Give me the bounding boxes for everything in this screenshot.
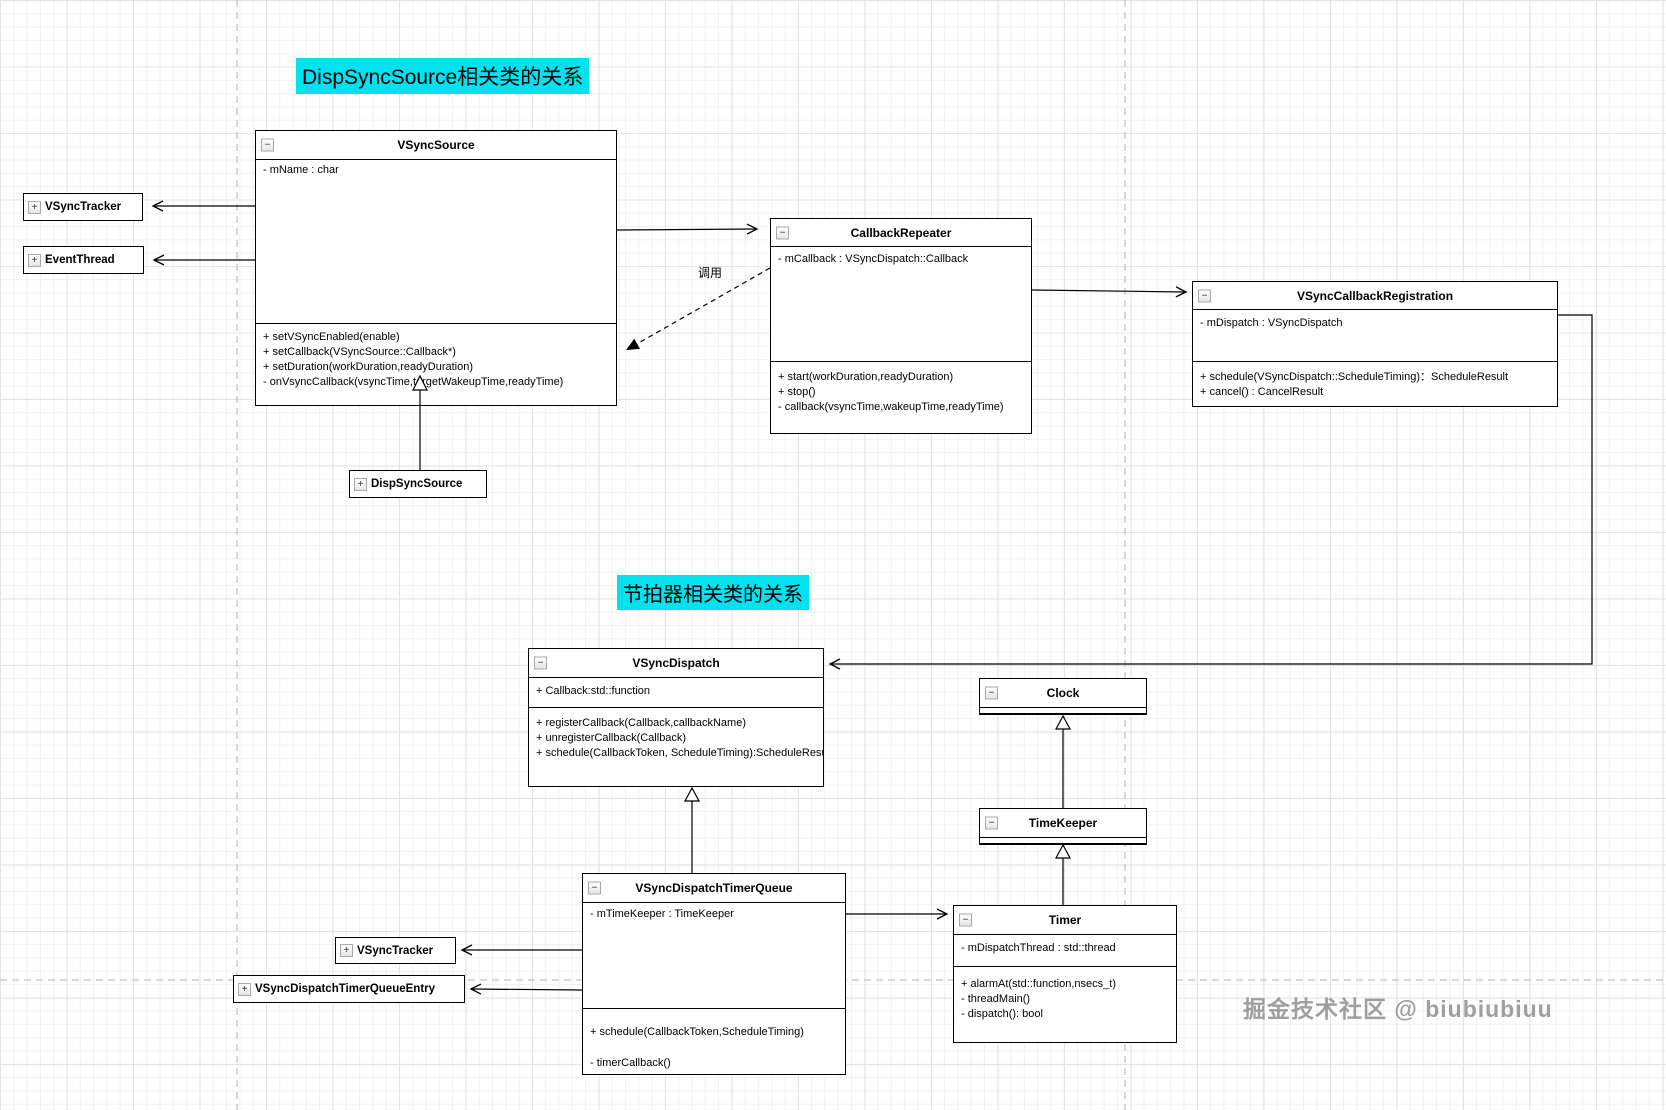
class-title: DispSyncSource xyxy=(371,478,463,490)
class-title: VSyncDispatchTimerQueue xyxy=(635,881,793,895)
methods-section: + start(workDuration,readyDuration) + sto… xyxy=(771,362,1031,433)
class-title: CallbackRepeater xyxy=(850,225,952,240)
class-header: − TimeKeeper xyxy=(980,809,1146,838)
class-title: VSyncDispatchTimerQueueEntry xyxy=(255,983,436,995)
methods-section: + schedule(VSyncDispatch::ScheduleTiming… xyxy=(1193,362,1557,406)
member-line: + schedule(CallbackToken,ScheduleTiming) xyxy=(590,1026,804,1038)
attributes-section: + Callback:std::function xyxy=(529,678,823,708)
collapse-icon[interactable]: − xyxy=(1198,289,1211,302)
empty-compartment xyxy=(980,838,1146,844)
member-line: - callback(vsyncTime,wakeupTime,readyTim… xyxy=(778,401,1004,413)
member-line: - onVsyncCallback(vsyncTime,targetWakeup… xyxy=(263,376,564,388)
attributes-section: - mTimeKeeper : TimeKeeper - mTracker : … xyxy=(583,903,845,1009)
class-time-keeper[interactable]: − TimeKeeper xyxy=(979,808,1147,845)
class-header: − VSyncDispatchTimerQueue xyxy=(583,874,845,903)
member-line: + Callback:std::function xyxy=(536,685,651,697)
member-line: + unregisterCallback(Callback) xyxy=(536,732,687,744)
member-line: - mName : char xyxy=(263,164,339,176)
class-title: VSyncTracker xyxy=(357,944,434,957)
class-vsync-dispatch-timer-queue-entry[interactable]: + VSyncDispatchTimerQueueEntry xyxy=(233,975,465,1003)
class-title: Clock xyxy=(1046,686,1080,700)
class-clock[interactable]: − Clock xyxy=(979,678,1147,715)
member-line: + cancel() : CancelResult xyxy=(1200,386,1324,398)
collapse-icon[interactable]: − xyxy=(776,226,789,239)
expand-icon[interactable]: + xyxy=(28,200,41,214)
class-vsync-tracker-bottom[interactable]: + VSyncTracker xyxy=(335,937,456,964)
collapse-icon[interactable]: − xyxy=(588,881,601,895)
attributes-section: - mDispatch : VSyncDispatch- mToken : VS… xyxy=(1193,310,1557,362)
member-line: + alarmAt(std::function,nsecs_t) xyxy=(961,978,1116,990)
member-line: - dispatch(): bool xyxy=(961,1008,1043,1020)
member-line: + schedule(CallbackToken, ScheduleTiming… xyxy=(536,747,823,759)
diagram-title-metronome: 节拍器相关类的关系 xyxy=(617,575,809,610)
class-vsync-callback-registration[interactable]: − VSyncCallbackRegistration - mDispatch … xyxy=(1192,281,1558,407)
collapse-icon[interactable]: − xyxy=(261,138,274,152)
collapse-icon[interactable]: − xyxy=(985,816,998,830)
empty-compartment xyxy=(980,708,1146,714)
attributes-section: - mName : char- mValue : int- mVSyncTrac… xyxy=(256,160,616,324)
edge-dispsyncsource-extends-vsyncsource[interactable] xyxy=(412,374,428,470)
methods-section: + schedule(CallbackToken,ScheduleTiming)… xyxy=(583,1009,845,1074)
edge-registration-to-vsyncdispatch[interactable] xyxy=(828,314,1593,670)
collapse-icon[interactable]: − xyxy=(959,913,972,927)
class-header: − CallbackRepeater xyxy=(771,219,1031,247)
class-event-thread[interactable]: + EventThread xyxy=(23,246,144,274)
class-title: EventThread xyxy=(45,254,115,266)
attributes-section: - mCallback : VSyncDispatch::Callback - … xyxy=(771,247,1031,362)
expand-icon[interactable]: + xyxy=(340,944,353,957)
class-callback-repeater[interactable]: − CallbackRepeater - mCallback : VSyncDi… xyxy=(770,218,1032,434)
edge-timerqueue-extends-vsyncdispatch[interactable] xyxy=(683,786,701,873)
edge-label-invoke: 调用 xyxy=(698,266,723,280)
member-line: - timerCallback() xyxy=(590,1057,671,1069)
watermark: 掘金技术社区 @ biubiubiuu xyxy=(1243,996,1553,1022)
member-line: + schedule(VSyncDispatch::ScheduleTiming… xyxy=(1200,371,1509,383)
collapse-icon[interactable]: − xyxy=(534,656,547,670)
methods-section: + registerCallback(Callback,callbackName… xyxy=(529,708,823,786)
member-line: + setVSyncEnabled(enable) xyxy=(263,331,400,343)
class-vsync-dispatch-timer-queue[interactable]: − VSyncDispatchTimerQueue - mTimeKeeper … xyxy=(582,873,846,1075)
edge-timekeeper-extends-clock[interactable] xyxy=(1054,714,1072,808)
member-line: - mCallback : VSyncDispatch::Callback xyxy=(778,253,969,265)
member-line: + setCallback(VSyncSource::Callback*) xyxy=(263,346,456,358)
class-title: TimeKeeper xyxy=(1028,816,1098,830)
member-line: + registerCallback(Callback,callbackName… xyxy=(536,717,746,729)
class-title: VSyncSource xyxy=(397,138,475,152)
attributes-section: - mDispatchThread : std::thread xyxy=(954,935,1176,967)
member-line: - threadMain() xyxy=(961,993,1031,1005)
expand-icon[interactable]: + xyxy=(354,477,367,491)
class-title: VSyncDispatch xyxy=(632,656,720,670)
edge-vsyncsource-to-callbackrepeater[interactable] xyxy=(616,223,759,235)
class-vsync-source[interactable]: − VSyncSource - mName : char- mValue : i… xyxy=(255,130,617,406)
class-header: − Clock xyxy=(980,679,1146,708)
class-disp-sync-source[interactable]: + DispSyncSource xyxy=(349,470,487,498)
member-line: - mDispatchThread : std::thread xyxy=(961,942,1116,954)
diagram-title-dispsyncsource: DispSyncSource相关类的关系 xyxy=(296,58,590,94)
class-vsync-tracker-top[interactable]: + VSyncTracker xyxy=(23,193,143,221)
class-timer[interactable]: − Timer - mDispatchThread : std::thread … xyxy=(953,905,1177,1043)
class-header: − VSyncDispatch xyxy=(529,649,823,678)
class-header: − VSyncCallbackRegistration xyxy=(1193,282,1557,310)
edge-callbackrepeater-to-registration[interactable] xyxy=(1031,286,1188,298)
class-title: VSyncCallbackRegistration xyxy=(1296,288,1454,303)
member-line: - mDispatch : VSyncDispatch xyxy=(1200,317,1343,329)
class-title: Timer xyxy=(1048,913,1082,927)
expand-icon[interactable]: + xyxy=(28,253,41,267)
methods-section: + setVSyncEnabled(enable) + setCallback(V… xyxy=(256,324,616,405)
collapse-icon[interactable]: − xyxy=(985,686,998,700)
class-title: VSyncTracker xyxy=(45,201,122,213)
class-vsync-dispatch[interactable]: − VSyncDispatch + Callback:std::function… xyxy=(528,648,824,787)
member-line: - mTimeKeeper : TimeKeeper xyxy=(590,908,734,920)
edge-timer-extends-timekeeper[interactable] xyxy=(1054,843,1072,905)
class-header: − VSyncSource xyxy=(256,131,616,160)
edge-callbackrepeater-invokes-vsyncsource[interactable] xyxy=(626,267,771,351)
edge-timerqueue-to-entry[interactable] xyxy=(469,983,583,995)
methods-section: + alarmAt(std::function,nsecs_t)- thread… xyxy=(954,967,1176,1042)
expand-icon[interactable]: + xyxy=(238,982,251,996)
member-line: + start(workDuration,readyDuration) xyxy=(778,371,954,383)
member-line: + setDuration(workDuration,readyDuration… xyxy=(263,361,474,373)
class-header: − Timer xyxy=(954,906,1176,935)
member-line: + stop() xyxy=(778,386,816,398)
